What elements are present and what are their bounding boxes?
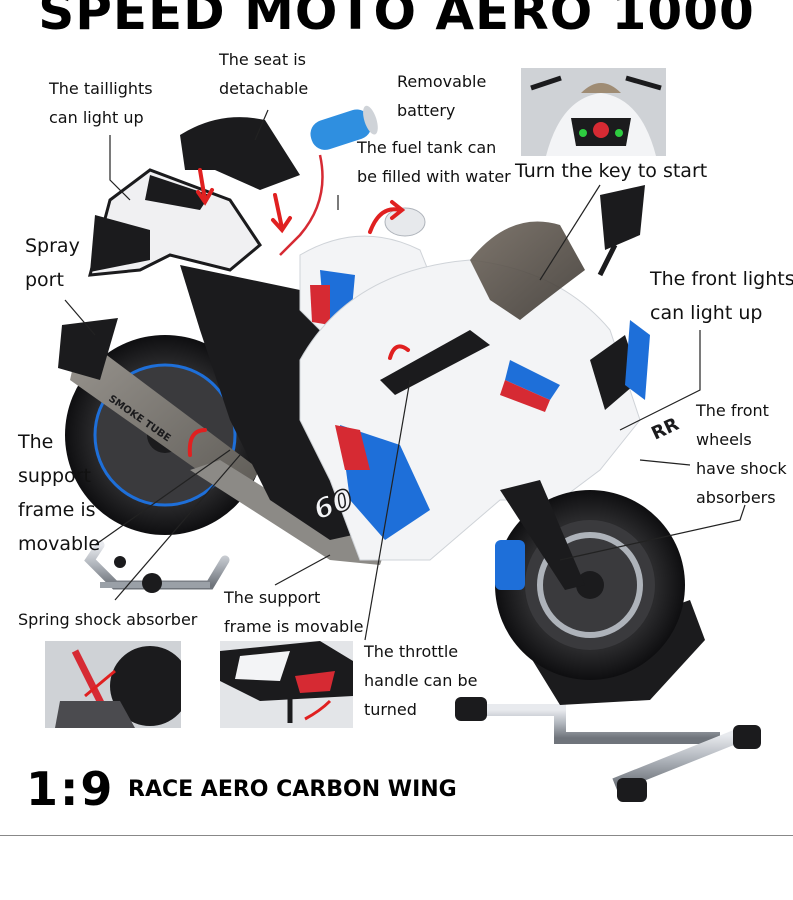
- seat-part: [180, 117, 300, 190]
- support-frame-left-callout: The support frame is movable: [18, 431, 101, 555]
- battery-part: [310, 105, 378, 150]
- battery-callout: Removable battery: [397, 72, 487, 120]
- fairing-badge: RR: [648, 414, 682, 445]
- dashboard-inset-illustration: [521, 68, 666, 156]
- page-title: SPEED MOTO AERO 1000: [38, 0, 755, 41]
- spring-shock-inset-illustration: [45, 641, 181, 728]
- motorcycle-body: 60 RR: [87, 168, 682, 561]
- scale-ratio: 1:9: [26, 762, 115, 816]
- battery-wire: [279, 154, 324, 256]
- callout-leader-lines: [64, 109, 746, 641]
- seat-callout: The seat is detachable: [219, 50, 309, 98]
- arrow-markers: [187, 168, 410, 457]
- bottom-divider: [0, 835, 793, 836]
- spring-shock-callout: Spring shock absorber: [18, 610, 198, 629]
- throttle-callout: The throttle handle can be turned: [364, 642, 478, 719]
- spray-port-callout: Spray port: [25, 235, 80, 291]
- rear-stand: [84, 540, 230, 593]
- front-wheels-callout: The front wheels have shock absorbers: [696, 401, 787, 507]
- stand-inset-illustration: [220, 641, 353, 728]
- front-lights-callout: The front lights can light up: [650, 268, 793, 324]
- dashboard-inset-photo: [521, 68, 666, 156]
- fuel-tank-callout: The fuel tank can be filled with water: [357, 138, 511, 186]
- scale-subtitle: RACE AERO CARBON WING: [128, 776, 457, 802]
- stand-inset-photo: [220, 641, 353, 728]
- key-callout: Turn the key to start: [515, 160, 708, 182]
- front-wheel: [495, 480, 685, 680]
- scale-caption: 1:9 RACE AERO CARBON WING: [26, 762, 457, 816]
- taillights-callout: The taillights can light up: [49, 79, 153, 127]
- spring-shock-inset-photo: [45, 641, 181, 728]
- support-frame-center-callout: The support frame is movable: [224, 588, 364, 636]
